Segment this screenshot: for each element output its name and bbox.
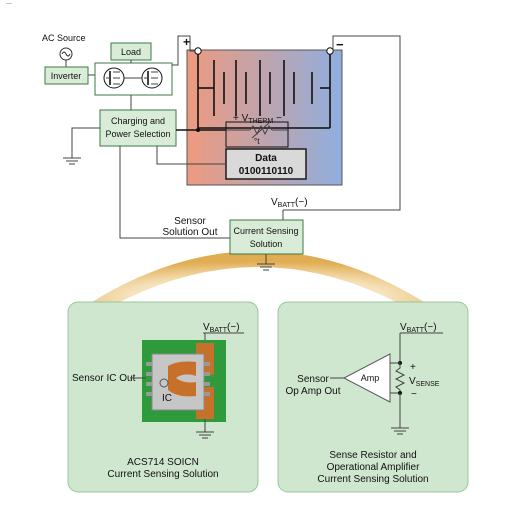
ground-icon-4 — [391, 427, 409, 435]
vsense-plus: + — [410, 362, 416, 373]
data-line — [156, 146, 226, 165]
thermistor-icon — [225, 121, 289, 148]
right-caption-1: Sense Resistor and — [329, 450, 416, 461]
left-caption-2: Current Sensing Solution — [107, 469, 218, 480]
battery-positive-terminal — [194, 47, 202, 55]
charging-ground-wire — [71, 127, 100, 158]
load-label: Load — [121, 47, 141, 57]
charging-power-box — [99, 109, 177, 147]
ground-icon-1 — [63, 157, 81, 165]
left-vbatt-label: VBATT(−) — [203, 322, 240, 334]
battery-minus-sign: − — [336, 37, 344, 52]
battery-cells — [197, 52, 331, 129]
battery-negative-terminal — [326, 47, 334, 55]
right-caption-3: Current Sensing Solution — [317, 474, 428, 485]
amplifier-icon — [342, 353, 391, 403]
data-box-title: Data — [255, 153, 277, 164]
right-caption-2: Operational Amplifier — [327, 462, 420, 473]
vbatt-top-label: VBATT(−) — [271, 197, 308, 209]
sensor-ic-out-label: Sensor IC Out — [72, 373, 136, 384]
data-box — [225, 148, 307, 180]
left-caption-1: ACS714 SOICN — [127, 457, 199, 468]
op-amp-out-line2: Op Amp Out — [285, 386, 340, 397]
ic-lead-frame — [168, 361, 196, 397]
vsense-label: VSENSE — [409, 376, 440, 388]
amp-label: Amp — [361, 373, 380, 383]
charging-line1: Charging and — [111, 116, 165, 126]
sensor-out-line2: Solution Out — [162, 227, 217, 238]
current-sensing-line1: Current Sensing — [233, 226, 298, 236]
positive-wire — [172, 35, 195, 66]
sensor-output-wire — [119, 146, 230, 239]
ground-icon-3 — [196, 431, 214, 439]
ground-icon-2 — [257, 263, 275, 271]
pin1-marker — [159, 378, 169, 388]
op-amp-out-line1: Sensor — [297, 374, 329, 385]
mosfet-icon-1 — [103, 67, 125, 89]
current-sensing-line2: Solution — [250, 239, 283, 249]
right-vbatt-label: VBATT(−) — [400, 322, 437, 334]
inverter-label: Inverter — [51, 71, 82, 81]
battery-plus-sign: + — [183, 35, 190, 49]
current-sensing-box — [229, 219, 304, 255]
ac-source-label: AC Source — [42, 33, 86, 43]
ic-pins — [146, 362, 210, 396]
thermistor-symbol: °t — [254, 137, 260, 146]
sense-resistor-icon — [394, 363, 406, 393]
vsense-minus: − — [411, 389, 417, 400]
sensor-out-line1: Sensor — [174, 216, 206, 227]
negative-wire — [283, 35, 401, 211]
data-box-value: 0100110110 — [239, 166, 294, 177]
ic-label: IC — [162, 393, 172, 404]
top-strip-text: ... — [6, 0, 12, 6]
right-panel — [277, 301, 469, 493]
charging-line2: Power Selection — [105, 129, 170, 139]
mosfet-icon-2 — [141, 67, 163, 89]
connection-arc — [92, 251, 424, 302]
ac-source-icon — [59, 47, 73, 61]
